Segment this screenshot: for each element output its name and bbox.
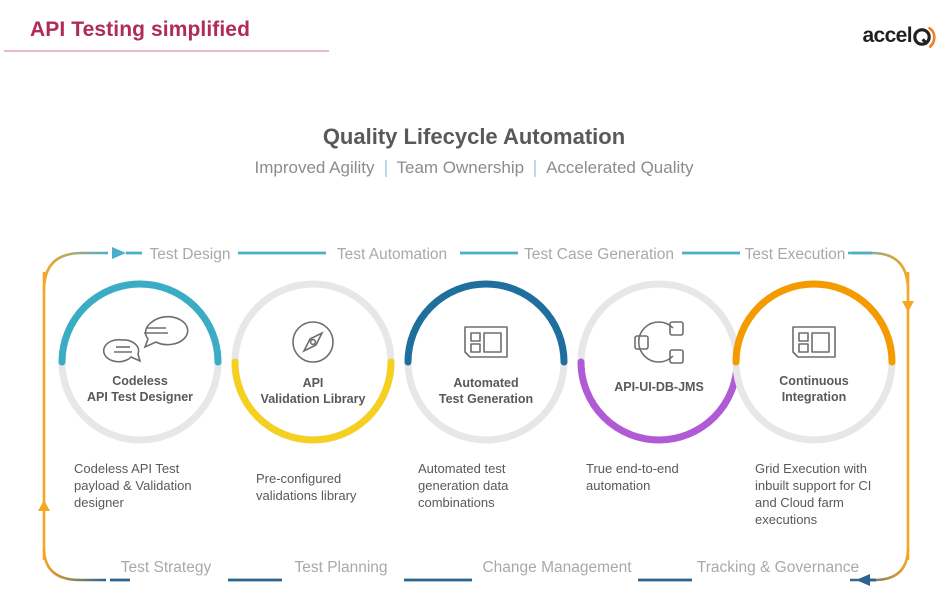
rail-left-vertical <box>38 272 50 560</box>
top-rail-label-2: Test Case Generation <box>524 246 674 263</box>
subtitle-item-1: Team Ownership <box>396 158 525 177</box>
subtitle-item-2: Accelerated Quality <box>546 158 694 177</box>
page-title: API Testing simplified <box>30 18 251 41</box>
hero-title: Quality Lifecycle Automation <box>322 124 626 149</box>
bottom-rail-label-0: Test Strategy <box>120 559 212 576</box>
node-label-4: Continuous Integration <box>779 374 848 405</box>
node-description-3: True end-to-end automation <box>586 461 679 494</box>
top-rail-label-0: Test Design <box>149 246 231 263</box>
ring-node-4 <box>732 280 896 444</box>
node-label-line2: API Test Designer <box>86 389 194 404</box>
top-rail-label-1: Test Automation <box>336 246 448 263</box>
ring-node-0 <box>58 280 222 444</box>
top-rail-label-3: Test Execution <box>744 246 846 263</box>
wireframe-layout-icon <box>464 326 508 358</box>
node-label-line1: Automated <box>453 376 519 390</box>
logo-q-icon <box>912 25 936 48</box>
network-nodes-icon <box>634 321 684 364</box>
top-rail-arrowhead-icon <box>112 247 126 259</box>
subtitle-separator-icon <box>534 159 537 177</box>
node-description-0: Codeless API Test payload & Validation d… <box>74 461 192 511</box>
node-label-line2: Test Generation <box>438 391 534 406</box>
subtitle-separator-icon <box>384 159 387 177</box>
logo-wordmark: accel <box>862 23 912 47</box>
title-underline-divider <box>4 50 329 52</box>
compass-icon <box>292 321 334 363</box>
rail-right-vertical <box>902 272 914 560</box>
chat-bubbles-icon <box>102 315 189 363</box>
node-description-4: Grid Execution with inbuilt support for … <box>755 461 872 528</box>
bottom-rail-label-1: Test Planning <box>294 559 388 576</box>
node-label-1: API Validation Library <box>261 376 366 407</box>
node-label-line1: API-UI-DB-JMS <box>614 380 704 394</box>
node-label-line1: Continuous <box>779 374 849 388</box>
rail-corner-top-right <box>848 251 910 291</box>
node-label-2: Automated Test Generation <box>439 376 533 407</box>
node-label-line1: API <box>302 376 324 390</box>
node-description-1: Pre-configured validations library <box>256 471 357 504</box>
bottom-rail-label-3: Tracking & Governance <box>696 559 860 576</box>
node-label-3: API-UI-DB-JMS <box>614 380 704 396</box>
node-description-2: Automated test generation data combinati… <box>418 461 509 511</box>
node-label-line2: Validation Library <box>260 391 366 406</box>
bottom-rail-label-2: Change Management <box>482 559 632 576</box>
rail-corner-bottom-left <box>42 547 106 582</box>
node-label-0: Codeless API Test Designer <box>87 374 193 405</box>
subtitle-item-0: Improved Agility <box>254 158 375 177</box>
node-label-line1: Codeless <box>112 374 168 388</box>
node-label-line2: Integration <box>781 389 847 404</box>
ring-node-2 <box>404 280 568 444</box>
rail-corner-top-left <box>42 251 108 291</box>
bottom-rail-arrowhead-icon <box>856 574 870 586</box>
wireframe-layout-icon <box>792 326 836 358</box>
hero-subtitle-row: Improved Agility Team Ownership Accelera… <box>0 158 948 178</box>
accelq-logo: accel <box>862 22 936 48</box>
